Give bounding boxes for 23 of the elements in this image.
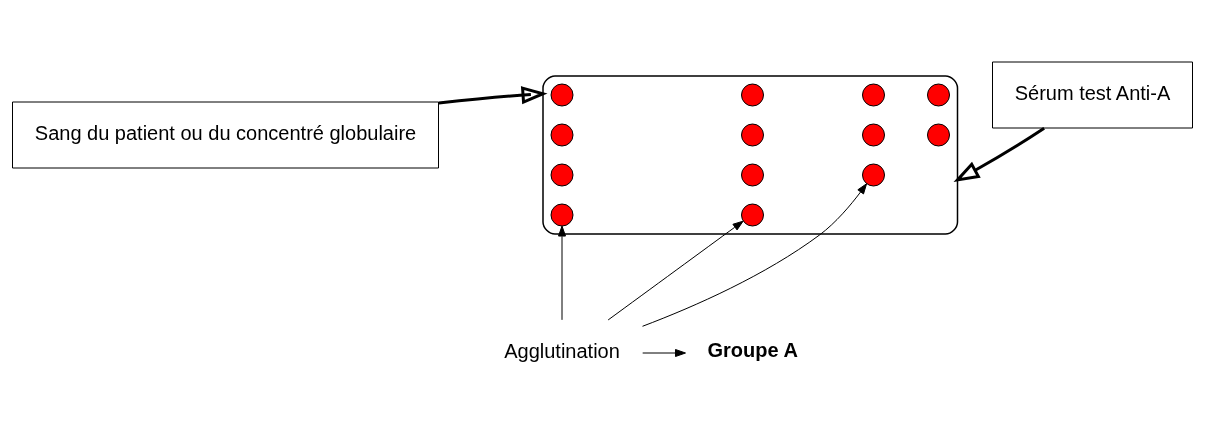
node-circle [741,123,764,147]
node-circle [741,83,764,107]
arrow [953,127,1045,183]
node-circle [927,83,950,107]
arrow [642,349,686,357]
arrow [642,183,868,327]
node-circle [862,163,885,187]
node-text: Groupe A [707,339,798,361]
node-circle [550,203,574,227]
node-circle [927,123,950,147]
arrow [558,225,566,321]
node-circle [550,123,574,147]
arrow [438,86,548,105]
node-box: Sang du patient ou du concentré globulaire [12,101,439,169]
node-box: Sérum test Anti-A [992,61,1193,129]
arrow [607,220,744,321]
node-circle [862,123,885,147]
node-circle [741,163,764,187]
node-text: Agglutination [504,340,620,362]
node-circle [550,163,574,187]
node-circle [550,83,574,107]
node-circle [741,203,764,227]
node-circle [862,83,885,107]
